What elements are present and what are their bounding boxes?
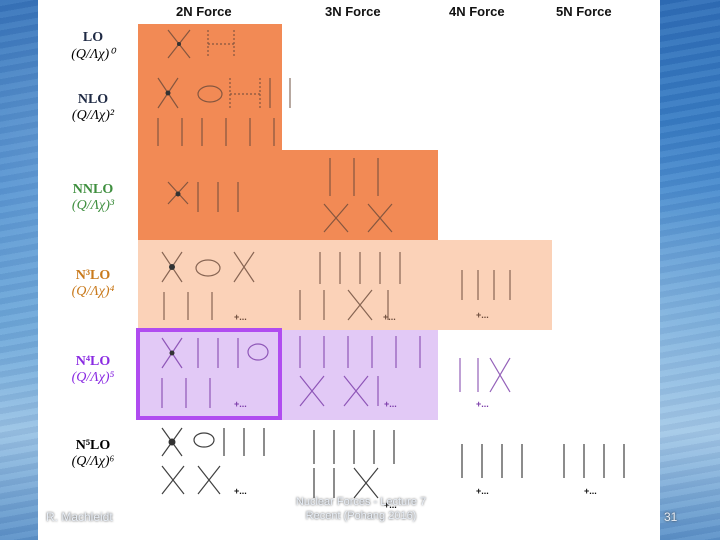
- footer-title: Nuclear Forces - Lecture 7 Recent (Pohan…: [276, 495, 446, 523]
- plus-more-n4lo-3n: +...: [384, 399, 397, 409]
- slide-panel: 2N Force 3N Force 4N Force 5N Force LO (…: [38, 0, 660, 540]
- footer-title-line2: Recent (Pohang 2016): [276, 509, 446, 523]
- page-number: 31: [664, 510, 677, 524]
- plus-more-n5lo-5n: +...: [584, 486, 597, 496]
- plus-more-n3lo-3n: +...: [383, 312, 396, 322]
- footer-author: R. Machleidt: [46, 510, 113, 524]
- feynman-diagrams: [38, 0, 660, 540]
- footer-title-line1: Nuclear Forces - Lecture 7: [276, 495, 446, 509]
- plus-more-n3lo-2n: +...: [234, 312, 247, 322]
- plus-more-n5lo-4n: +...: [476, 486, 489, 496]
- plus-more-n4lo-4n: +...: [476, 399, 489, 409]
- plus-more-n5lo-2n: +...: [234, 486, 247, 496]
- plus-more-n4lo-2n: +...: [234, 399, 247, 409]
- plus-more-n3lo-4n: +...: [476, 310, 489, 320]
